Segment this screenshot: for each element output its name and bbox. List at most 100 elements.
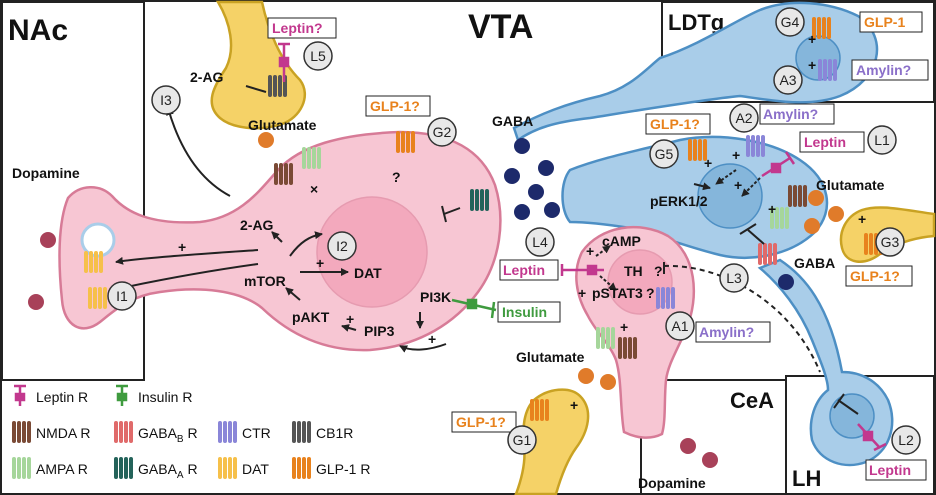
- dopamine-label-cea: Dopamine: [638, 475, 706, 491]
- plus-sign-13: +: [858, 211, 866, 227]
- glutamate-molecules-top: [258, 132, 274, 148]
- plus-sign-1: +: [178, 239, 186, 255]
- legend-gabab-r-label: GABAB R: [138, 425, 198, 445]
- circle-label-l4: L4: [532, 234, 548, 250]
- nac-title: NAc: [8, 14, 68, 47]
- plus-sign-6: +: [578, 285, 586, 301]
- ldtg-title: LDTg: [668, 10, 724, 35]
- legend-dat-label: DAT: [242, 461, 269, 477]
- glp1-tag-g3: GLP-1?: [845, 265, 913, 287]
- legend-insulin-r: Insulin R: [116, 384, 192, 406]
- svg-text:Leptin?: Leptin?: [272, 20, 323, 36]
- plus-sign-11: +: [734, 177, 742, 193]
- amylin-tag-a1: Amylin?: [695, 321, 771, 343]
- pip3-label: PIP3: [364, 323, 395, 339]
- svg-text:GLP-1?: GLP-1?: [650, 116, 700, 132]
- legend-glp1-r-label: GLP-1 R: [316, 461, 370, 477]
- svg-text:Insulin: Insulin: [502, 304, 547, 320]
- svg-text:GLP-1?: GLP-1?: [850, 268, 900, 284]
- svg-text:Amylin?: Amylin?: [763, 106, 818, 122]
- legend: Leptin R Insulin R NMDA R GABAB R CTR CB…: [12, 384, 370, 481]
- leptin-receptor-icon-l5: [278, 42, 290, 82]
- dopamine-molecules-nac: [28, 232, 56, 310]
- circle-label-l2: L2: [898, 432, 914, 448]
- camp-label: cAMP: [602, 233, 641, 249]
- plus-sign-4: +: [428, 331, 436, 347]
- circle-label-g3: G3: [881, 234, 900, 250]
- lh-title: LH: [792, 466, 821, 491]
- circle-label-g4: G4: [781, 14, 800, 30]
- plus-sign-15: +: [808, 57, 816, 73]
- plus-sign-10: +: [732, 147, 740, 163]
- amylin-tag-a3: Amylin?: [851, 59, 929, 81]
- th-label: TH: [624, 263, 643, 279]
- dopamine-label-nac: Dopamine: [12, 165, 80, 181]
- vta-title: VTA: [468, 8, 533, 46]
- legend-insulin-r-label: Insulin R: [138, 389, 192, 405]
- legend-ampa-r-label: AMPA R: [36, 461, 88, 477]
- plus-sign-3: +: [346, 311, 354, 327]
- pakt-label: pAKT: [292, 309, 330, 325]
- gaba-label-top: GABA: [492, 113, 533, 129]
- legend-cb1r-label: CB1R: [316, 425, 353, 441]
- leptin-tag-l4: Leptin: [499, 259, 559, 281]
- svg-text:Leptin: Leptin: [503, 262, 545, 278]
- leptin-tag-l2: Leptin: [865, 459, 927, 481]
- glp1-tag-g4: GLP-1: [859, 11, 923, 33]
- glp1-tag-g1: GLP-1?: [451, 411, 517, 433]
- signaling-arrows: [111, 85, 859, 415]
- leptin-receptor-icon-l1: [761, 151, 796, 178]
- leptin-tag-l5: Leptin?: [267, 17, 337, 39]
- gaba-label-right: GABA: [794, 255, 835, 271]
- pstat3-label: pSTAT3: [592, 285, 643, 301]
- circle-label-l3: L3: [726, 270, 742, 286]
- plus-sign-9: +: [704, 155, 712, 171]
- glutamate-label-top: Glutamate: [248, 117, 317, 133]
- glutamate-label-bottom: Glutamate: [516, 349, 585, 365]
- svg-text:Leptin: Leptin: [869, 462, 911, 478]
- legend-glp1r-icon: [292, 457, 311, 479]
- mtor-label: mTOR: [244, 273, 286, 289]
- pi3k-label: PI3K: [420, 289, 451, 305]
- svg-text:Leptin: Leptin: [804, 134, 846, 150]
- dopamine-molecules-cea: [680, 438, 718, 468]
- circle-label-l5: L5: [310, 48, 326, 64]
- legend-ctr-icon: [218, 421, 237, 443]
- glp1-tag-g5: GLP-1?: [645, 113, 711, 135]
- legend-leptin-r: Leptin R: [14, 384, 88, 406]
- perk-label: pERK1/2: [650, 193, 708, 209]
- legend-gabaa-icon: [114, 457, 133, 479]
- plus-sign-7: +: [620, 319, 628, 335]
- gaba-molecules: [504, 138, 794, 290]
- leptin-receptor-icon-l2: [857, 423, 887, 452]
- legend-gabaa-r-label: GABAA R: [138, 461, 198, 481]
- legend-leptin-r-label: Leptin R: [36, 389, 88, 405]
- glp1-tag-g2: GLP-1?: [365, 95, 431, 117]
- legend-nmda-r-label: NMDA R: [36, 425, 90, 441]
- plus-sign-14: +: [808, 31, 816, 47]
- circle-label-g1: G1: [513, 432, 532, 448]
- amylin-tag-a2: Amylin?: [759, 103, 835, 125]
- cross-sign: ×: [310, 181, 318, 197]
- svg-text:GLP-1?: GLP-1?: [456, 414, 506, 430]
- glutamate-label-right: Glutamate: [816, 177, 885, 193]
- two-ag-label-mid: 2-AG: [240, 217, 274, 233]
- circle-label-i3: I3: [160, 92, 172, 108]
- glutamate-molecules-right: [804, 190, 844, 234]
- legend-gabab-icon: [114, 421, 133, 443]
- legend-nmda-icon: [12, 421, 31, 443]
- label-circles: [107, 7, 921, 455]
- question-g2: ?: [392, 169, 401, 185]
- dat-label: DAT: [354, 265, 382, 281]
- legend-ctr-label: CTR: [242, 425, 271, 441]
- plus-sign-8: +: [570, 397, 578, 413]
- circle-label-g2: G2: [433, 124, 452, 140]
- circle-label-i1: I1: [116, 288, 128, 304]
- legend-cb1r-icon: [292, 421, 311, 443]
- legend-dat-icon: [218, 457, 237, 479]
- svg-text:GLP-1: GLP-1: [864, 14, 905, 30]
- two-ag-label-left: 2-AG: [190, 69, 224, 85]
- leptin-tag-l1: Leptin: [799, 131, 865, 153]
- question-th: ?: [654, 263, 663, 279]
